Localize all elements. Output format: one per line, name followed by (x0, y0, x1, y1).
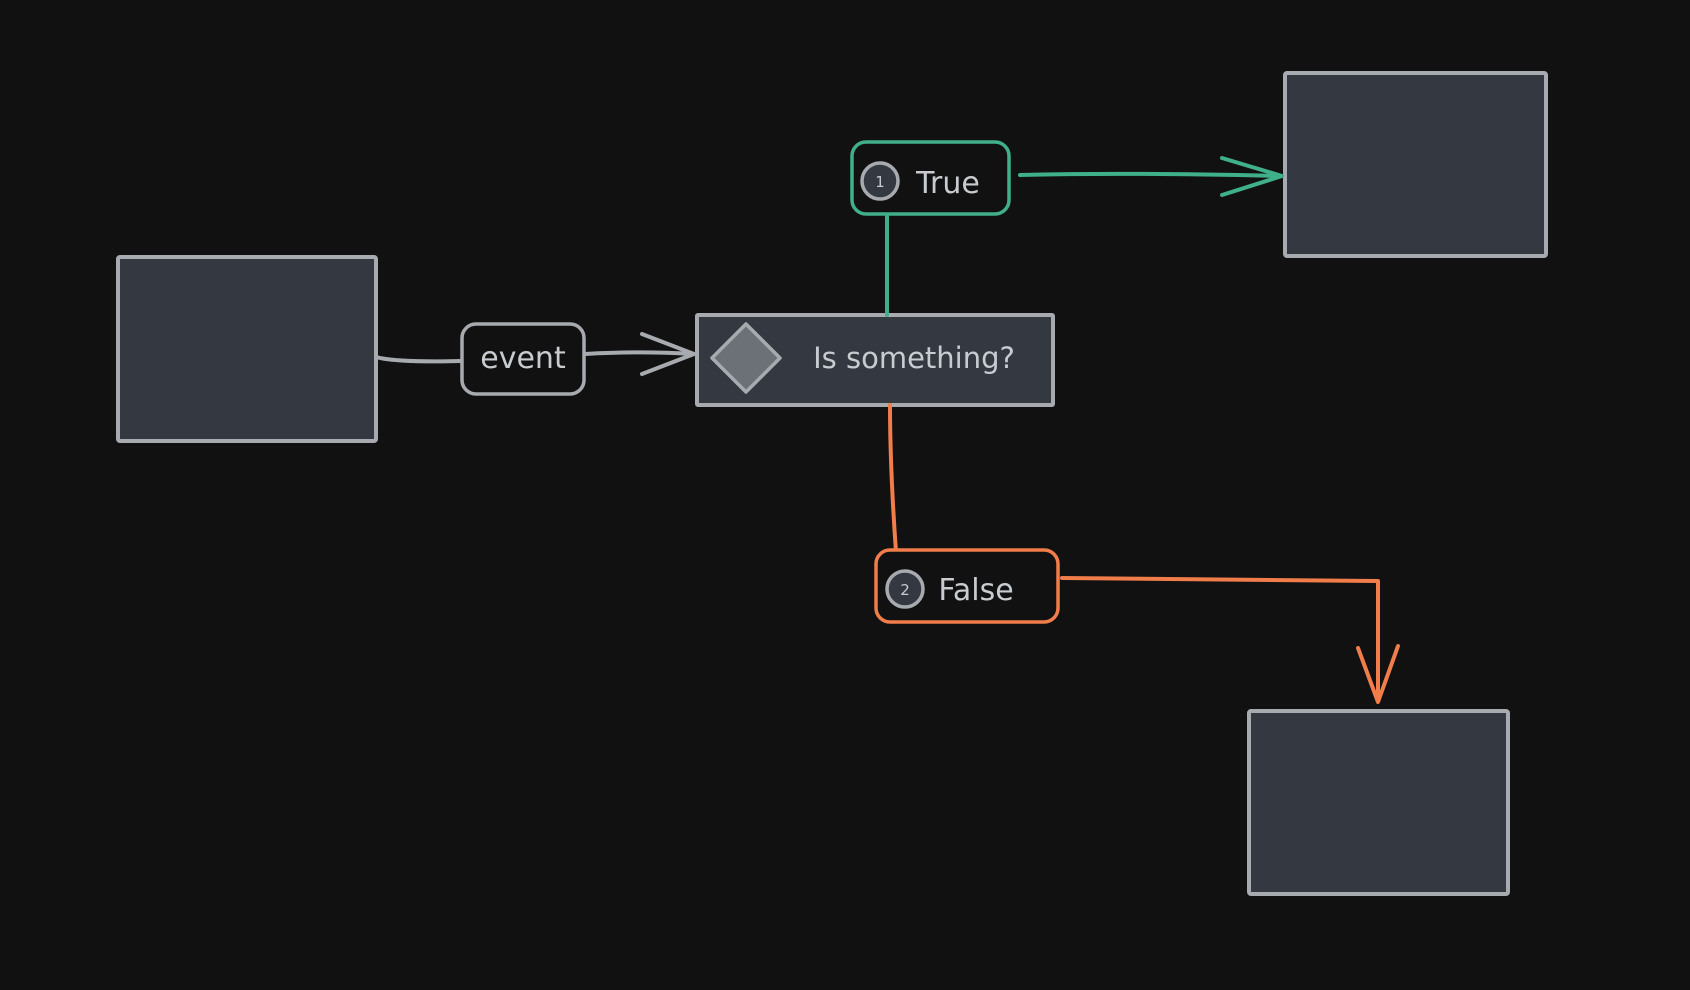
decision-node[interactable]: Is something? (695, 313, 1055, 407)
event-edge-label: event (480, 341, 566, 376)
false-edge-label: False (938, 573, 1013, 608)
event-arrowhead-icon (640, 332, 696, 376)
source-node[interactable] (116, 255, 378, 443)
false-edge-label-box (874, 548, 1060, 624)
true-badge-number: 1 (875, 173, 885, 191)
event-edge-label-box (460, 322, 586, 396)
false-badge-number: 2 (900, 581, 910, 599)
decision-node-label: Is something? (813, 341, 1015, 375)
true-arrowhead-icon (1220, 156, 1284, 197)
true-edge-label: True (915, 166, 980, 201)
diamond-icon (710, 322, 782, 394)
true-edge[interactable]: 1 True (850, 140, 1284, 317)
false-edge[interactable]: 2 False (874, 403, 1400, 704)
false-badge (885, 569, 925, 609)
target-node-true[interactable] (1283, 71, 1548, 258)
target-node-false[interactable] (1247, 709, 1510, 896)
event-edge[interactable]: event (374, 322, 696, 396)
false-arrowhead-icon (1356, 644, 1400, 704)
true-badge (860, 161, 900, 201)
